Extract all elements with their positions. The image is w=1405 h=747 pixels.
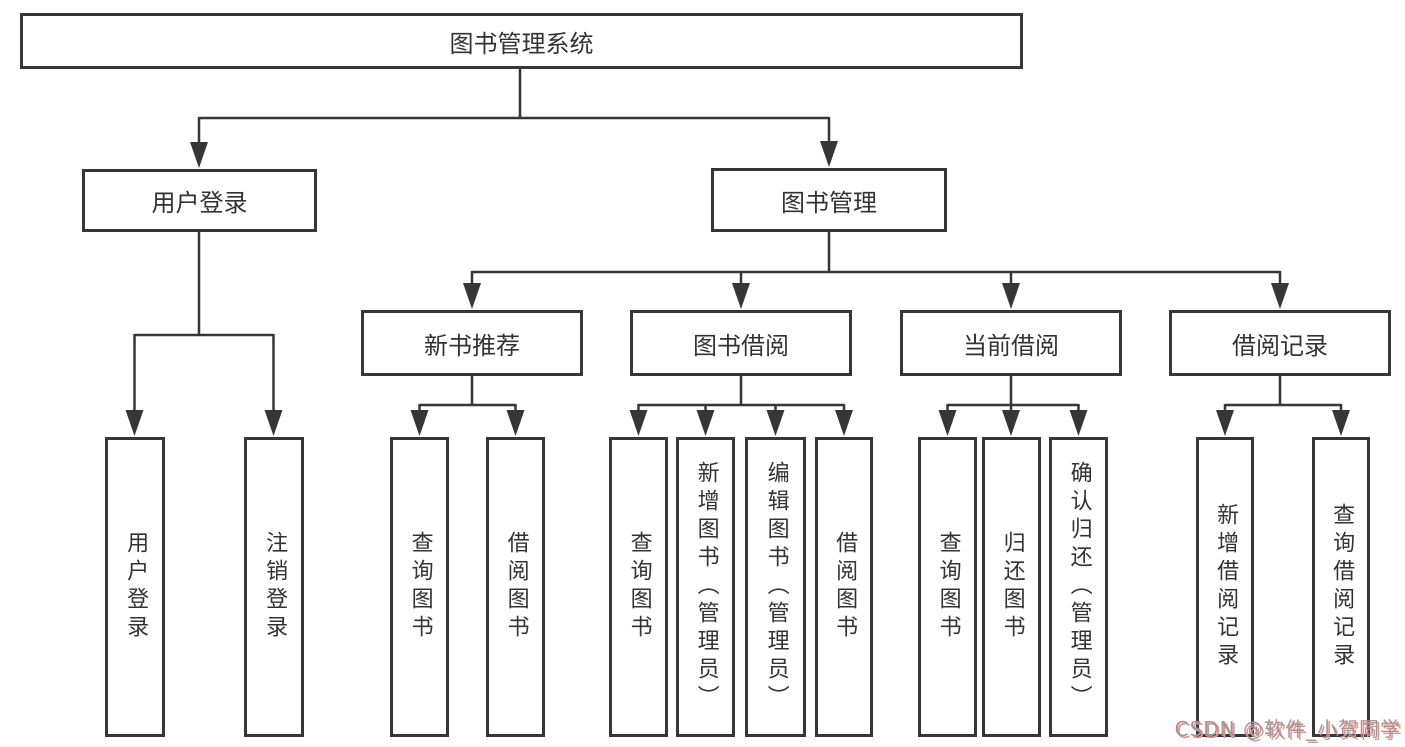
arrowhead (463, 283, 481, 309)
leaf-query-books-borrow: 查询图书 (609, 437, 668, 737)
leaf-query-books-current: 查询图书 (918, 437, 977, 737)
connector-borrowing-to-leaves (637, 375, 846, 414)
leaf-query-borrow-record-label: 查询借阅记录 (1329, 503, 1355, 671)
arrowhead (1002, 410, 1020, 436)
leaf-borrow-books-label: 借阅图书 (832, 531, 858, 643)
arrowhead (696, 410, 715, 436)
connector-userlogin-to-leaves (133, 231, 275, 414)
node-current-borrowing: 当前借阅 (900, 310, 1122, 376)
node-book-management: 图书管理 (711, 168, 947, 232)
arrowhead (1271, 283, 1289, 309)
leaf-user-login: 用户登录 (105, 437, 165, 737)
leaf-confirm-return-admin-label: 确认归还（管理员） (1066, 461, 1092, 713)
leaf-query-books-recommend: 查询图书 (390, 437, 449, 737)
arrowhead (1216, 410, 1234, 436)
leaf-add-borrow-record-label: 新增借阅记录 (1213, 503, 1239, 671)
leaf-add-books-admin: 新增图书（管理员） (676, 437, 735, 737)
node-new-book-recommendation: 新书推荐 (361, 310, 583, 376)
leaf-query-books-recommend-label: 查询图书 (407, 531, 433, 643)
arrowhead (506, 410, 525, 436)
leaf-borrow-books: 借阅图书 (815, 437, 873, 737)
leaf-query-books-current-label: 查询图书 (935, 531, 961, 643)
connector-recommend-to-leaves (418, 375, 517, 414)
leaf-edit-books-admin: 编辑图书（管理员） (745, 437, 806, 737)
leaf-add-borrow-record: 新增借阅记录 (1196, 437, 1254, 737)
arrowhead (766, 410, 785, 436)
arrowhead (820, 141, 838, 167)
node-user-login: 用户登录 (82, 169, 317, 232)
arrowhead (1002, 283, 1020, 309)
arrowhead (410, 410, 429, 436)
connector-bookmgmt-to-l3 (470, 231, 1282, 288)
arrowhead (835, 410, 853, 436)
connector-current-to-leaves (946, 375, 1080, 414)
leaf-user-login-label: 用户登录 (123, 531, 149, 643)
leaf-edit-books-admin-label: 编辑图书（管理员） (763, 461, 789, 713)
leaf-logout-label: 注销登录 (262, 531, 288, 643)
arrowhead (264, 410, 283, 436)
arrowhead (190, 142, 208, 168)
leaf-add-books-admin-label: 新增图书（管理员） (693, 461, 719, 713)
watermark: CSDN @软件_小贺同学 (1174, 717, 1401, 741)
arrowhead (938, 410, 957, 436)
leaf-query-books-borrow-label: 查询图书 (626, 531, 652, 643)
leaf-borrow-books-recommend: 借阅图书 (486, 437, 545, 737)
leaf-return-books: 归还图书 (982, 437, 1041, 737)
leaf-logout: 注销登录 (244, 437, 304, 737)
connector-records-to-leaves (1223, 375, 1343, 414)
arrowhead (629, 410, 648, 436)
connector-root-to-l2 (197, 68, 831, 146)
node-borrowing-records: 借阅记录 (1169, 310, 1391, 376)
arrowhead (1069, 410, 1088, 436)
arrowhead (732, 283, 750, 309)
leaf-query-borrow-record: 查询借阅记录 (1312, 437, 1370, 737)
leaf-confirm-return-admin: 确认归还（管理员） (1049, 437, 1108, 737)
arrowhead (1332, 410, 1350, 436)
node-system-root: 图书管理系统 (20, 13, 1023, 69)
node-book-borrowing: 图书借阅 (630, 310, 852, 376)
leaf-borrow-books-recommend-label: 借阅图书 (503, 531, 529, 643)
leaf-return-books-label: 归还图书 (999, 531, 1025, 643)
arrowhead (125, 410, 144, 436)
